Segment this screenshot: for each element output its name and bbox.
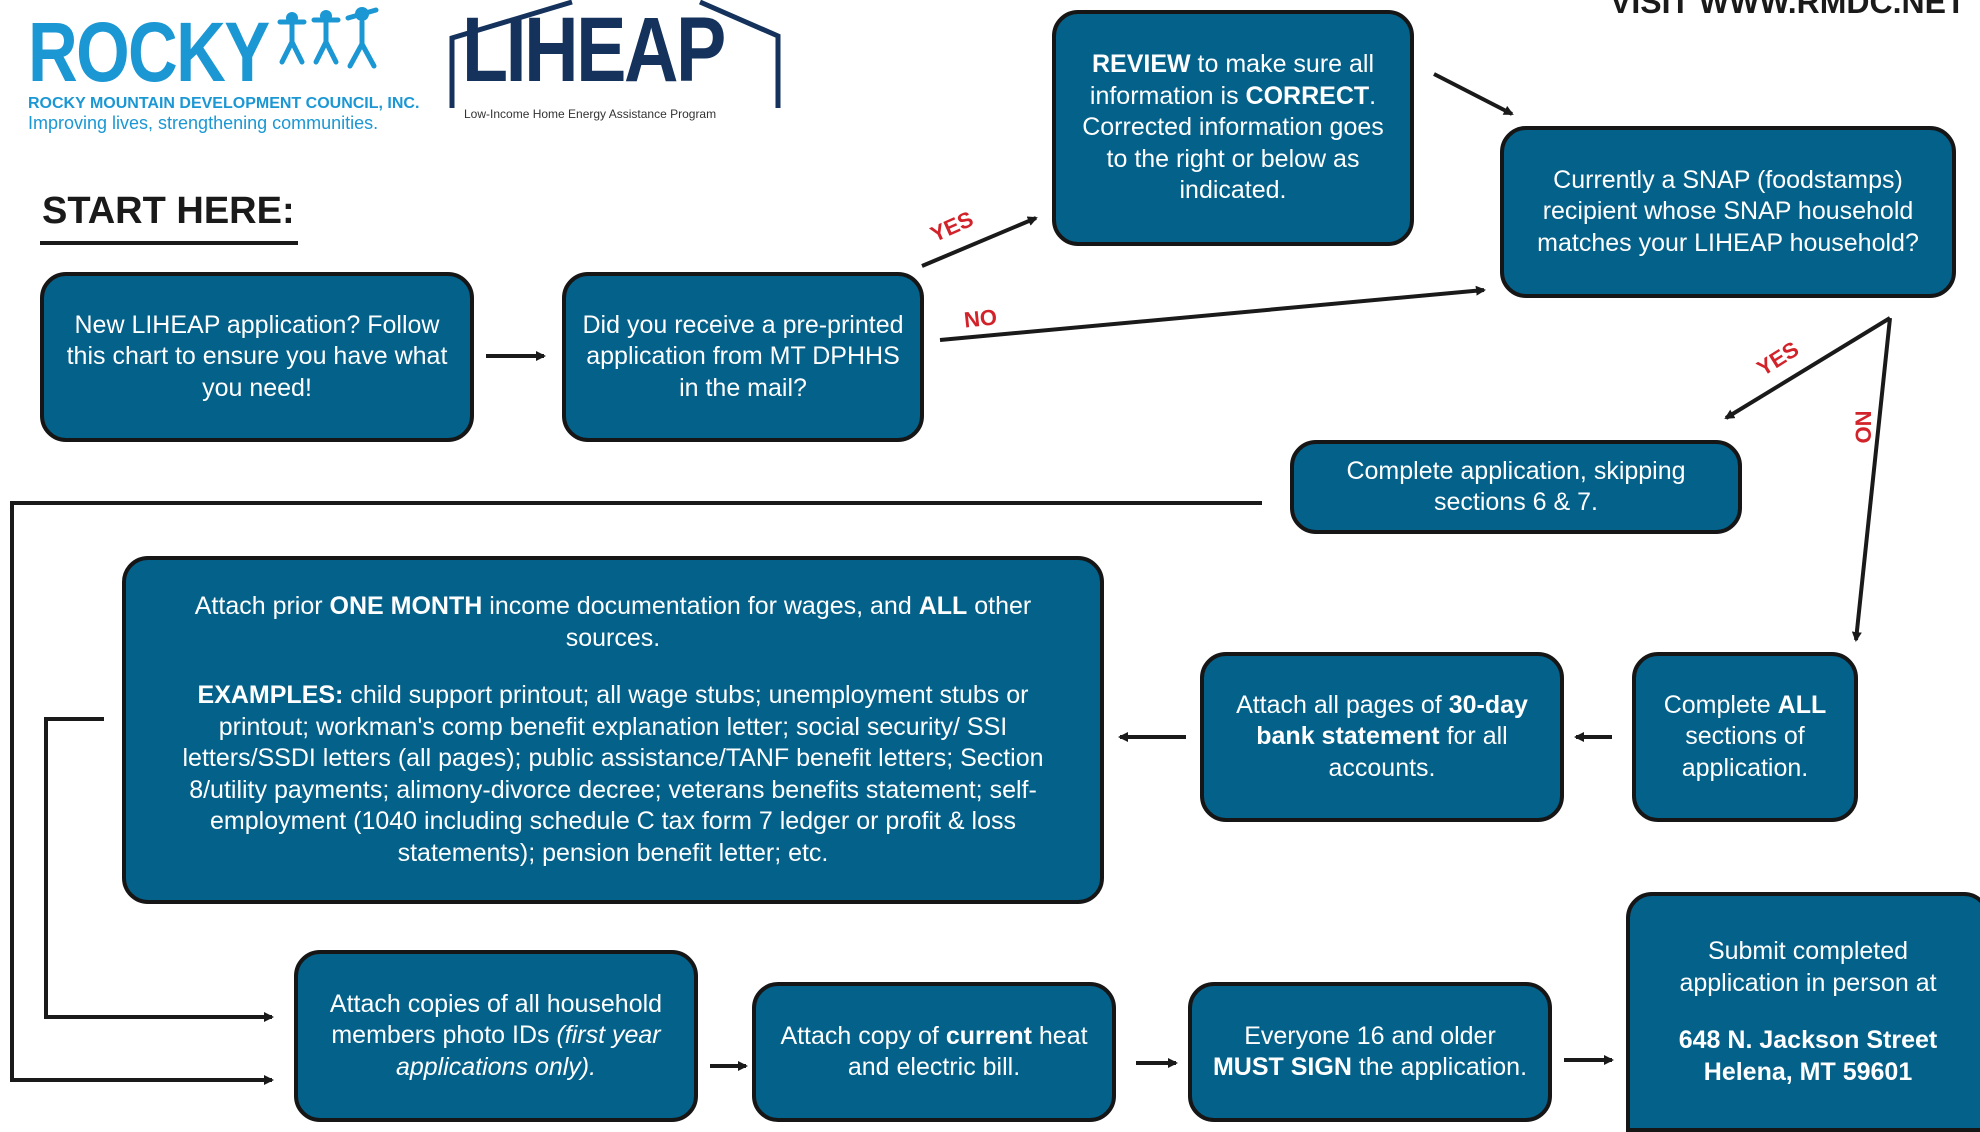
submit-city: Helena, MT 59601 <box>1703 1057 1913 1086</box>
photo-ids-note: (first year applications only). <box>395 1021 661 1081</box>
review-strong: REVIEW <box>1091 50 1191 79</box>
liheap-logo-word: LIHEAP <box>462 0 726 101</box>
skip-sections-box: Complete application, skipping sections … <box>1290 440 1742 534</box>
complete-all-text-1: Complete <box>1663 690 1778 719</box>
start-here-title: START HERE: <box>42 190 295 232</box>
complete-all-box: Complete ALL sections of application. <box>1632 652 1858 822</box>
line-income-to-photo-ids <box>44 717 274 1022</box>
submit-text: Submit completed application in person a… <box>1679 937 1937 997</box>
preprinted-question-text: Did you receive a pre-printed applicatio… <box>582 310 904 402</box>
all-strong: ALL <box>918 592 968 620</box>
snap-question-text: Currently a SNAP (foodstamps) recipient … <box>1537 165 1919 257</box>
new-application-text: New LIHEAP application? Follow this char… <box>66 310 448 402</box>
bank-statement-box: Attach all pages of 30-day bank statemen… <box>1200 652 1564 822</box>
current-strong: current <box>945 1021 1032 1050</box>
skip-sections-text: Complete application, skipping sections … <box>1346 456 1686 517</box>
submit-street: 648 N. Jackson Street <box>1678 1026 1938 1054</box>
snap-question-box: Currently a SNAP (foodstamps) recipient … <box>1500 126 1956 298</box>
must-sign-box: Everyone 16 and older MUST SIGN the appl… <box>1188 982 1552 1122</box>
line-skip-to-photo-ids <box>10 501 1262 1085</box>
bank-text-2: for all accounts. <box>1328 722 1508 782</box>
review-text-1: to make sure all information is <box>1089 50 1375 110</box>
photo-ids-text: Attach copies of all household members p… <box>329 989 663 1050</box>
bank-text-1: Attach all pages of <box>1236 690 1449 719</box>
sign-text-1: Everyone 16 and older <box>1244 1021 1496 1050</box>
start-here-underline <box>40 241 298 245</box>
complete-all-strong: ALL <box>1777 690 1827 719</box>
current-bill-box: Attach copy of current heat and electric… <box>752 982 1116 1122</box>
review-text-2: . Corrected information goes to the righ… <box>1082 81 1384 205</box>
liheap-logo-subtitle: Low-Income Home Energy Assistance Progra… <box>464 107 717 121</box>
photo-ids-box: Attach copies of all household members p… <box>294 950 698 1122</box>
bank-strong: 30-day bank statement <box>1256 690 1528 751</box>
income-documentation-box: Attach prior ONE MONTH income documentat… <box>122 556 1104 904</box>
income-examples-paragraph: EXAMPLES: child support printout; all wa… <box>182 681 1044 867</box>
liheap-house-outline-icon <box>449 0 781 108</box>
sign-text-2: the application. <box>1351 1053 1528 1081</box>
label-no-preprinted: NO <box>962 304 999 333</box>
preprinted-question-box: Did you receive a pre-printed applicatio… <box>562 272 924 442</box>
submit-box: Submit completed application in person a… <box>1626 892 1980 1132</box>
label-no-snap: NO <box>1850 410 1876 444</box>
bill-text-1: Attach copy of <box>780 1021 946 1050</box>
income-paragraph-1: Attach prior ONE MONTH income documentat… <box>194 592 1032 652</box>
bill-text-2: heat and electric bill. <box>847 1021 1088 1082</box>
rocky-logo-org: ROCKY MOUNTAIN DEVELOPMENT COUNCIL, INC. <box>28 95 420 112</box>
visit-website-text: VISIT WWW.RMDC.NET <box>1610 0 1966 20</box>
arrow-snap-yes-to-skip <box>1724 316 1892 420</box>
arrow-yes-to-review <box>921 216 1038 268</box>
examples-strong: EXAMPLES: <box>197 681 344 709</box>
one-month-strong: ONE MONTH <box>329 592 483 620</box>
rocky-figures-icon <box>277 7 379 69</box>
arrow-no-to-snap <box>939 285 1486 342</box>
new-application-box: New LIHEAP application? Follow this char… <box>40 272 474 442</box>
correct-strong: CORRECT <box>1245 81 1370 110</box>
must-sign-strong: MUST SIGN <box>1212 1053 1352 1081</box>
rocky-logo-word: ROCKY <box>28 5 270 99</box>
arrow-snap-no-to-complete-all <box>1851 317 1892 642</box>
arrow-review-to-snap <box>1433 72 1514 116</box>
complete-all-text-2: sections of application. <box>1681 722 1809 782</box>
review-box: REVIEW to make sure all information is C… <box>1052 10 1414 246</box>
rocky-logo-tagline: Improving lives, strengthening communiti… <box>28 113 379 133</box>
